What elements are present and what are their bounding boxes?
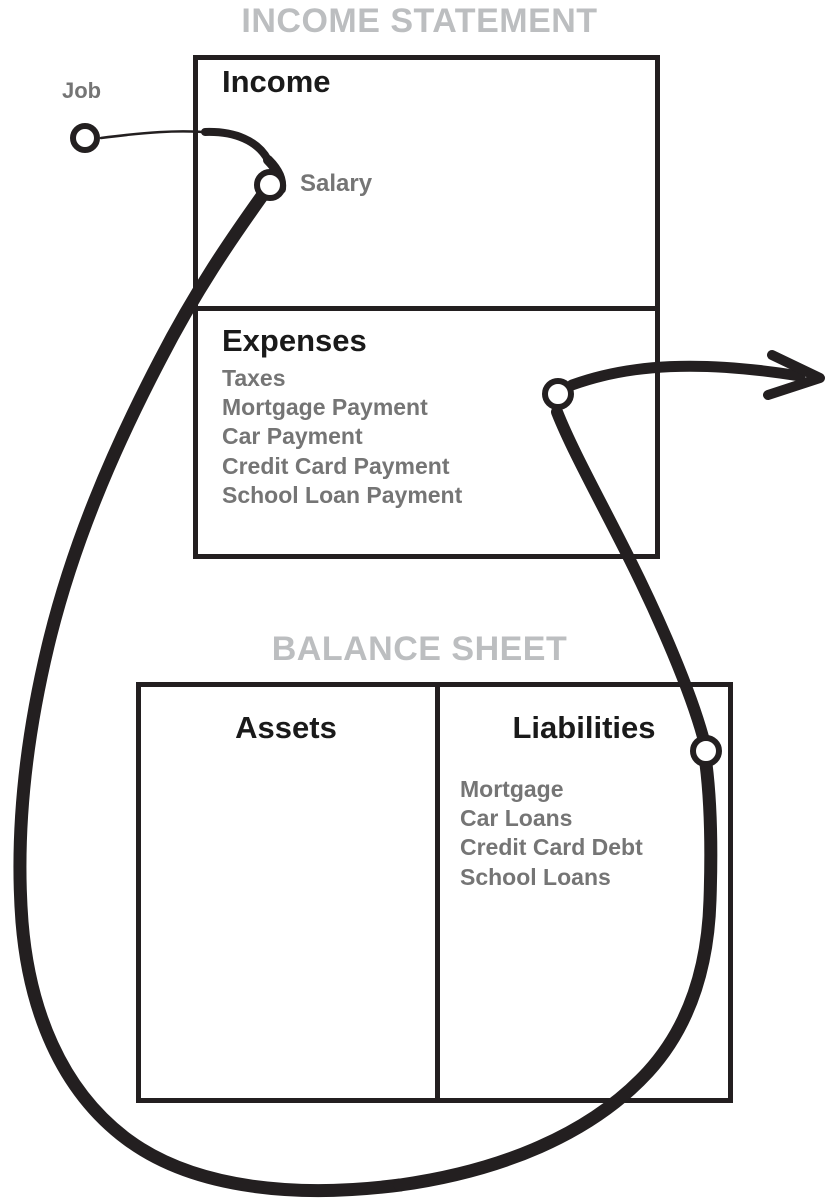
income-panel: Income	[222, 64, 642, 105]
expenses-heading: Expenses	[222, 323, 367, 358]
assets-panel: Assets	[146, 710, 426, 751]
expense-item: Mortgage Payment	[222, 393, 428, 420]
income-heading: Income	[222, 64, 331, 99]
balance-sheet-title: BALANCE SHEET	[271, 630, 568, 668]
income-statement-title: INCOME STATEMENT	[241, 2, 598, 40]
expense-item: School Loan Payment	[222, 482, 463, 509]
expense-item: Credit Card Payment	[222, 452, 450, 479]
job-node-circle[interactable]	[70, 123, 100, 153]
liabilities-heading: Liabilities	[512, 710, 656, 745]
assets-liabilities-divider	[435, 682, 440, 1103]
income-box	[193, 55, 660, 306]
expense-item: Car Payment	[222, 423, 363, 450]
liability-item: Mortgage	[460, 775, 564, 802]
liability-item: Credit Card Debt	[460, 834, 643, 861]
expense-item: Taxes	[222, 364, 286, 391]
liability-item: School Loans	[460, 863, 611, 890]
expenses-outflow-arrowhead-icon	[763, 350, 825, 400]
job-node-label: Job	[62, 78, 102, 103]
assets-heading: Assets	[235, 710, 337, 745]
liability-item: Car Loans	[460, 804, 573, 831]
salary-node-label: Salary	[300, 170, 373, 197]
